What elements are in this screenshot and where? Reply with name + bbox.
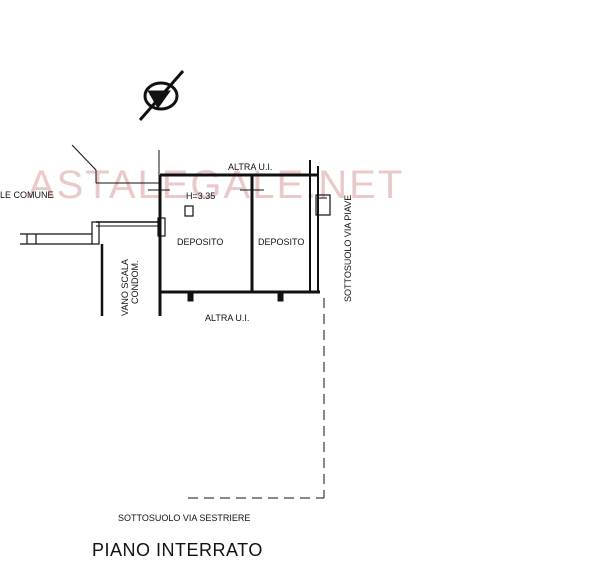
deposito-left-label: DEPOSITO <box>177 237 223 247</box>
vano-scala-label: VANO SCALA <box>120 259 130 316</box>
stair-walls <box>20 221 159 316</box>
rooms-outline <box>148 150 331 316</box>
altra-ui-top-label: ALTRA U.I. <box>228 162 272 172</box>
height-label: H=3.35 <box>186 191 215 201</box>
sottosuolo-sestriere-label: SOTTOSUOLO VIA SESTRIERE <box>118 513 250 523</box>
watermark: ASTALEGALE.NET <box>28 163 404 207</box>
altra-ui-bottom-label: ALTRA U.I. <box>205 313 249 323</box>
plan-title: PIANO INTERRATO <box>92 540 263 560</box>
leader-line <box>71 144 160 184</box>
sottosuolo-boundary <box>188 298 325 499</box>
deposito-right-label: DEPOSITO <box>258 237 304 247</box>
north-arrow-icon <box>138 70 185 121</box>
sottosuolo-piave-label: SOTTOSUOLO VIA PIAVE <box>343 195 353 302</box>
condom-label: CONDOM. <box>130 261 140 305</box>
cortile-comune-label: LE COMUNE <box>0 190 54 200</box>
